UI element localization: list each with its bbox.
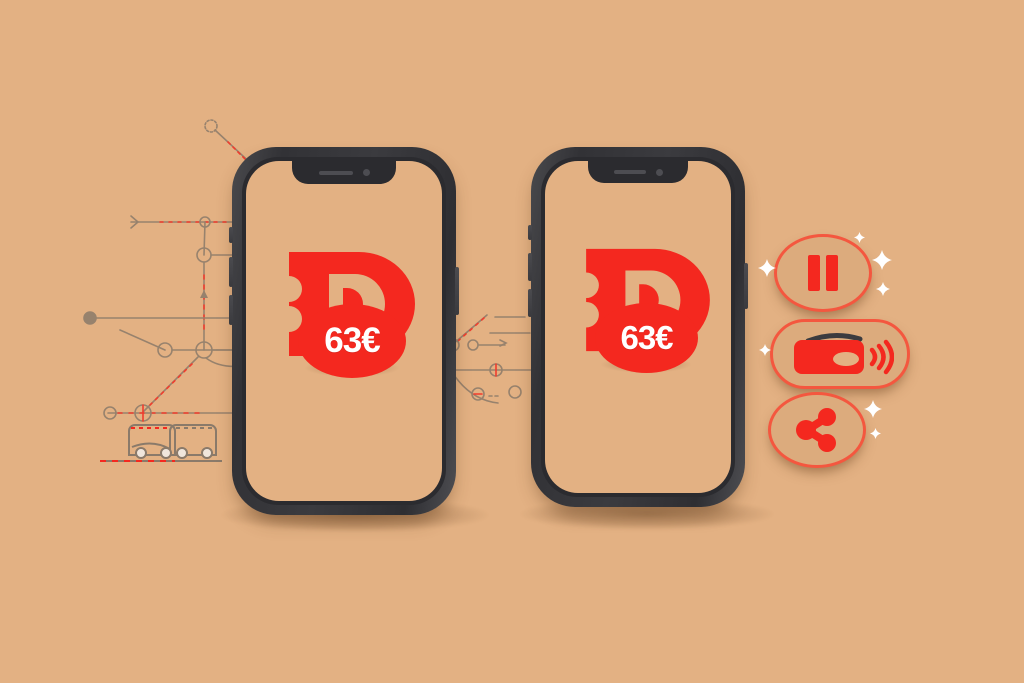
- price-badge[interactable]: 63€: [595, 303, 698, 373]
- sparkle-icon: [854, 232, 865, 243]
- tram-cars: [100, 424, 222, 462]
- price-label: 63€: [620, 319, 673, 356]
- sparkle-icon: [872, 250, 892, 270]
- sparkle-icon: [758, 259, 776, 277]
- pause-icon-blob[interactable]: [774, 234, 872, 312]
- pause-icon: [808, 255, 838, 291]
- phone-left-bezel: 63€: [242, 157, 446, 505]
- earpiece-speaker-icon: [318, 170, 353, 175]
- sparkle-icon: [759, 344, 771, 356]
- feature-icon-cluster: [758, 232, 910, 472]
- notch: [588, 161, 688, 183]
- share-icon-blob[interactable]: [768, 392, 866, 468]
- mid-sketch: [446, 314, 539, 404]
- earpiece-speaker-icon: [613, 170, 646, 174]
- phone-right-screen[interactable]: 63€: [545, 161, 731, 493]
- front-camera-icon: [655, 168, 663, 176]
- phone-left-screen[interactable]: 63€: [246, 161, 442, 501]
- front-camera-icon: [362, 169, 370, 176]
- phone-right[interactable]: 63€: [528, 147, 748, 507]
- share-icon: [796, 408, 836, 452]
- contactless-card-icon: [794, 333, 894, 375]
- phone-left[interactable]: 63€: [229, 147, 459, 515]
- sparkle-icon: [864, 400, 882, 418]
- phone-right-bezel: 63€: [541, 157, 735, 497]
- notch: [292, 161, 396, 184]
- sparkle-icon: [870, 428, 881, 439]
- contactless-card-icon-blob[interactable]: [770, 319, 910, 389]
- sparkle-icon: [876, 282, 890, 296]
- price-label: 63€: [324, 321, 380, 360]
- price-badge[interactable]: 63€: [298, 304, 406, 378]
